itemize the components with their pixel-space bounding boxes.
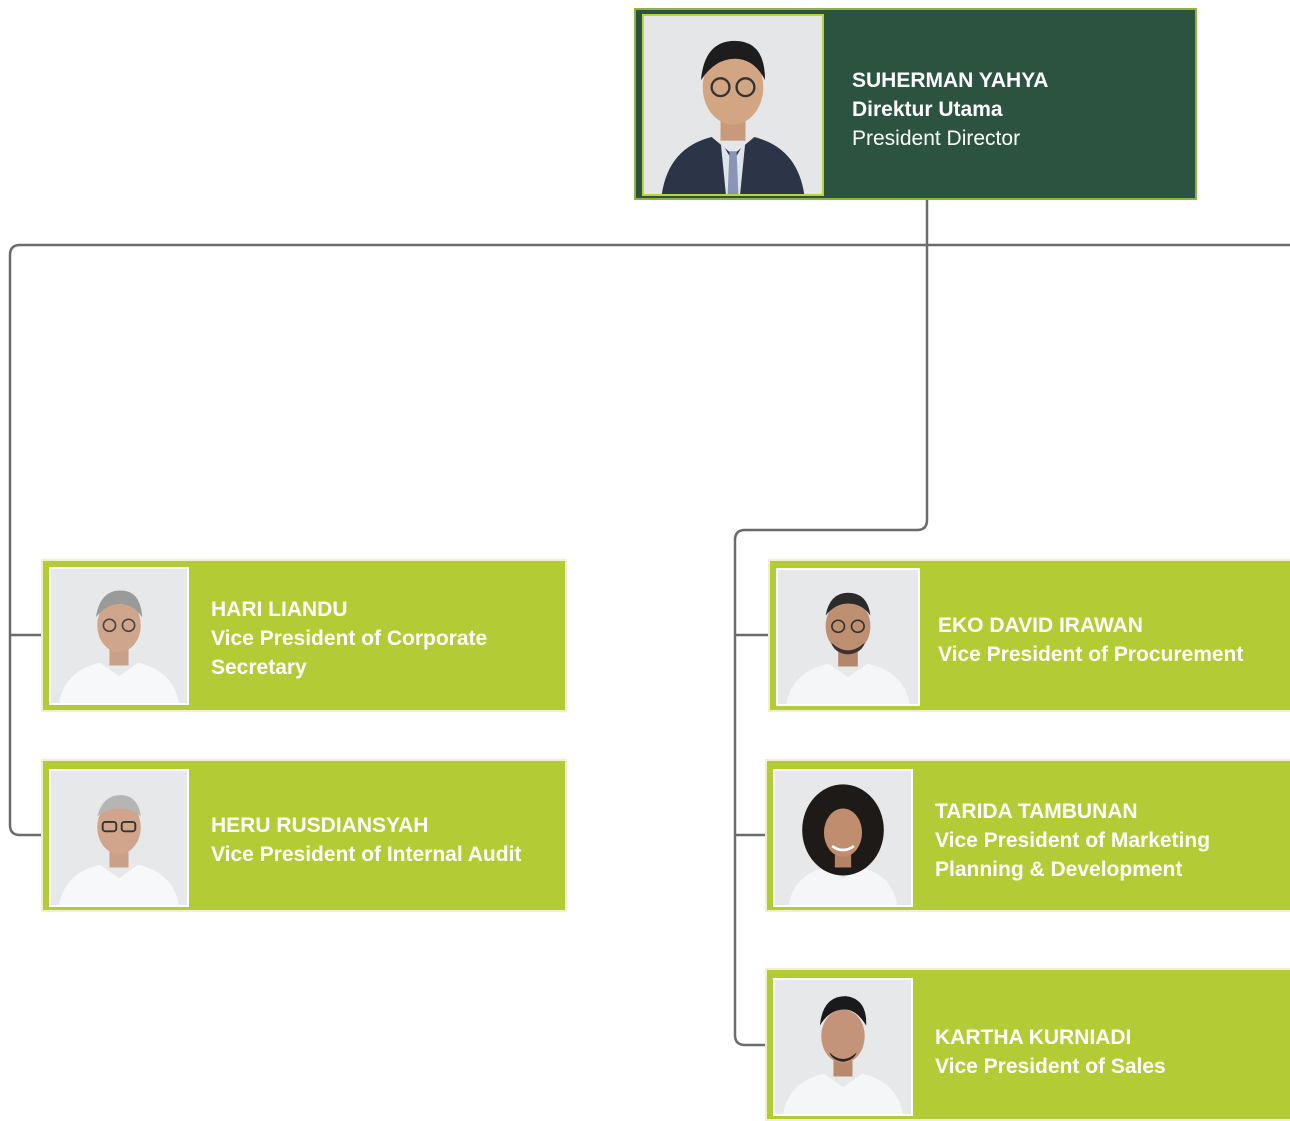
person-portrait-icon — [642, 14, 824, 196]
vp-card-tarida-tambunan: TARIDA TAMBUNAN Vice President of Market… — [765, 759, 1290, 912]
person-name: EKO DAVID IRAWAN — [938, 614, 1143, 637]
person-name: HARI LIANDU — [211, 598, 348, 621]
vp-card-eko-david-irawan: EKO DAVID IRAWAN Vice President of Procu… — [768, 559, 1290, 712]
person-portrait-icon — [776, 568, 920, 706]
trunk-connector — [733, 200, 929, 1047]
person-title: Vice President of Sales — [935, 1055, 1166, 1078]
person-title-en: President Director — [852, 127, 1021, 150]
vp-text: HARI LIANDU Vice President of Corporate … — [211, 595, 541, 682]
vp-card-kartha-kurniadi: KARTHA KURNIADI Vice President of Sales — [765, 968, 1290, 1121]
person-title: Vice President of Marketing Planning & D… — [935, 829, 1211, 881]
president-card: SUHERMAN YAHYA Direktur Utama President … — [634, 8, 1197, 200]
vp-text: HERU RUSDIANSYAH Vice President of Inter… — [211, 811, 551, 869]
person-title: Vice President of Internal Audit — [211, 843, 522, 866]
person-title: Vice President of Corporate Secretary — [211, 627, 488, 679]
vp-text: EKO DAVID IRAWAN Vice President of Procu… — [938, 611, 1288, 669]
person-name: TARIDA TAMBUNAN — [935, 800, 1138, 823]
vp-card-hari-liandu: HARI LIANDU Vice President of Corporate … — [41, 559, 567, 712]
vp-text: TARIDA TAMBUNAN Vice President of Market… — [935, 797, 1275, 884]
horizontal-connector — [8, 243, 1290, 837]
person-portrait-icon — [773, 978, 913, 1116]
person-portrait-icon — [49, 769, 189, 907]
person-title: Vice President of Procurement — [938, 643, 1244, 666]
person-name: HERU RUSDIANSYAH — [211, 814, 429, 837]
person-portrait-icon — [49, 567, 189, 705]
president-text: SUHERMAN YAHYA Direktur Utama President … — [852, 66, 1182, 153]
person-name: KARTHA KURNIADI — [935, 1026, 1132, 1049]
vp-text: KARTHA KURNIADI Vice President of Sales — [935, 1023, 1275, 1081]
person-name: SUHERMAN YAHYA — [852, 69, 1049, 92]
vp-card-heru-rusdiansyah: HERU RUSDIANSYAH Vice President of Inter… — [41, 759, 567, 912]
person-title-id: Direktur Utama — [852, 98, 1003, 121]
person-portrait-icon — [773, 769, 913, 907]
